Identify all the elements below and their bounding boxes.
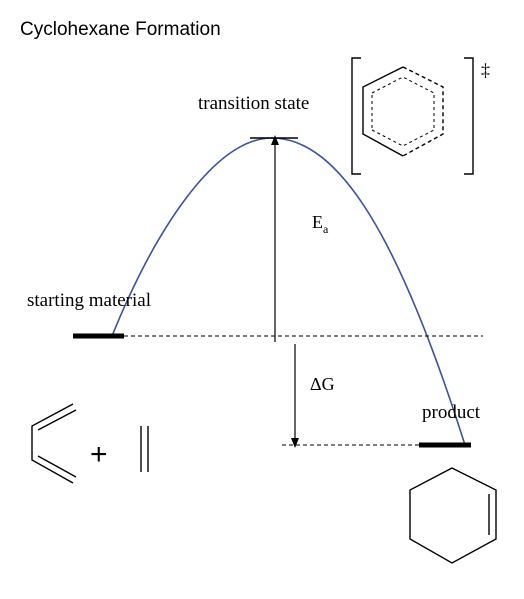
ts-ring-inner-dashes xyxy=(371,76,435,147)
free-energy-label: ΔG xyxy=(310,374,335,394)
activation-energy-subscript: a xyxy=(323,222,329,236)
reactants-structure: + xyxy=(31,403,149,484)
left-bracket xyxy=(351,57,361,175)
cyclohexene-structure xyxy=(409,467,497,564)
butadiene-upper-double-bond xyxy=(37,409,77,431)
ts-ring-forming-bonds xyxy=(402,66,444,157)
activation-energy-label: Ea xyxy=(312,212,329,236)
right-bracket xyxy=(464,57,474,175)
product-label: product xyxy=(422,402,481,423)
plus-sign: + xyxy=(90,438,108,471)
starting-material-label: starting material xyxy=(27,290,151,311)
ts-ring-solid-bonds xyxy=(362,66,404,157)
transition-state-structure: ‡ xyxy=(351,57,490,175)
diagram-title: Cyclohexane Formation xyxy=(20,19,221,40)
butadiene-molecule xyxy=(31,403,74,484)
dagger-symbol: ‡ xyxy=(481,60,490,80)
butadiene-lower-double-bond xyxy=(37,455,77,478)
reaction-curve xyxy=(111,137,466,446)
cyclohexene-ring xyxy=(409,467,497,564)
transition-state-label: transition state xyxy=(198,93,309,114)
